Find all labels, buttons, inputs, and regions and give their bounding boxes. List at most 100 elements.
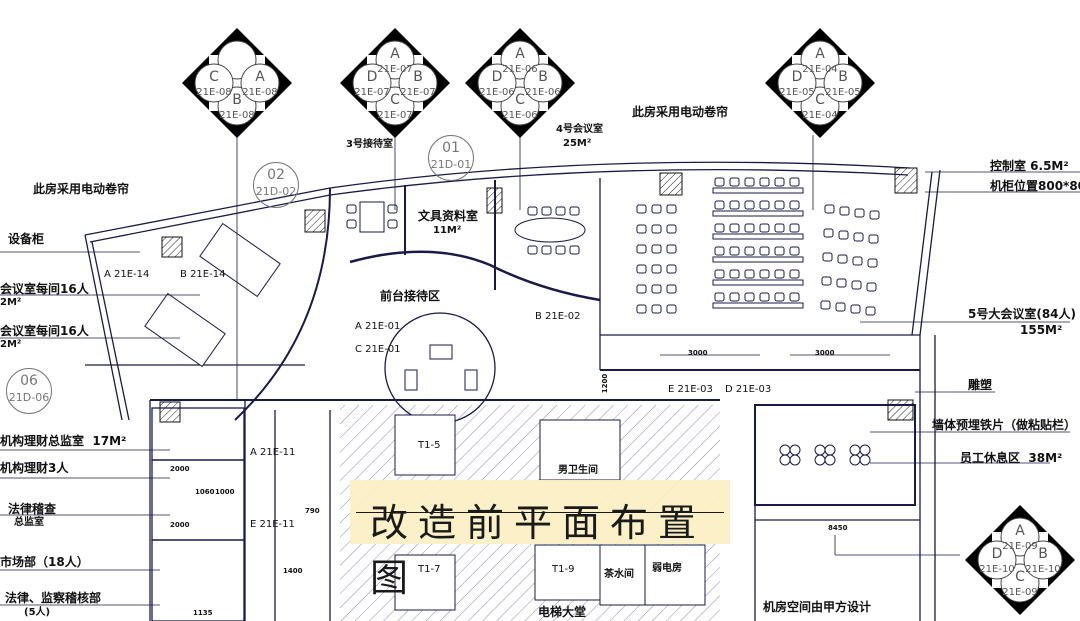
sofa [464,369,478,391]
marker-code: 21E-09 [1002,587,1037,598]
marker-letter: C [209,69,219,85]
marker-code: 21E-10 [979,564,1014,575]
label-tea-room: 茶水间 [604,569,634,580]
rest-chair [824,454,836,466]
marker-code: 21E-08 [242,87,277,98]
seat [759,223,770,233]
seat [636,224,647,234]
rest-chair [824,444,836,456]
meeting-table [199,222,281,298]
section-mark: A 21E-01 [355,321,401,332]
marker-letter: A [1015,523,1025,539]
seat [789,292,800,302]
seat [651,264,662,274]
seat [651,284,662,294]
marker-code: 21E-06 [502,64,537,75]
marker-circle [977,540,1017,580]
dimension: 1060 [195,488,215,496]
seat [867,258,878,268]
label-t1-7: T1-7 [418,564,441,575]
seat [569,245,580,255]
seat [714,223,725,233]
section-mark: A 21E-14 [104,269,150,280]
label-wall-iron: 墙体预埋铁片（做粘贴栏） [932,418,1077,432]
seat [759,292,770,302]
marker-code: 21E-08 [219,110,254,121]
label-inst-finance-director: 机构理财总监室 17M² [0,434,127,448]
seat [839,206,850,216]
marker-letter: C [815,92,825,108]
ref-number: 01 [442,140,460,156]
marker-circle [352,63,392,103]
desk [712,210,804,217]
label-roller-blind-left: 此房采用电动卷帘 [33,182,130,196]
dimension: 3000 [688,349,708,357]
seat [744,246,755,256]
seat [821,276,832,286]
seat [666,284,677,294]
seat [636,304,647,314]
seat [759,246,770,256]
section-mark: C 21E-01 [355,344,401,355]
seat [636,264,647,274]
marker-code: 21E-06 [525,87,560,98]
seat [666,224,677,234]
seat [555,245,566,255]
seat [789,269,800,279]
label-elevator-lobby: 电梯大堂 [538,605,587,619]
label-legal-compliance-2: (5人) [24,607,51,618]
seat [714,200,725,210]
marker-code: 21E-07 [377,64,412,75]
seat [527,206,538,216]
seat [759,269,770,279]
ref-number: 06 [20,373,38,389]
label-stationery-room: 文具资料室 [418,209,479,223]
seat [835,302,846,312]
desk [712,279,804,286]
marker-code: 21E-06 [479,87,514,98]
dimension: 2000 [170,465,190,473]
marker-code: 21E-06 [502,110,537,121]
label-machine-room: 机房空间由甲方设计 [763,600,872,614]
marker-code: 21E-07 [400,87,435,98]
seat [820,300,831,310]
marker-letter: D [492,69,503,85]
marker-code: 21E-04 [802,110,837,121]
seat [555,206,566,216]
seat [868,234,879,244]
seat [666,204,677,214]
label-meeting-room-4-area: 25M² [563,138,592,149]
label-marketing: 市场部（18人） [0,555,89,569]
rest-chair [789,444,801,456]
marker-letter: A [390,46,400,62]
marker-code: 21E-05 [825,87,860,98]
drawing-title: 改造前平面布置图 [370,501,707,600]
marker-circle [194,63,234,103]
label-mens-wc: 男卫生间 [558,465,598,476]
seating [144,177,880,466]
seat [651,224,662,234]
dimension: 1400 [283,567,303,575]
seat [636,284,647,294]
section-mark: D 21E-03 [725,384,772,395]
seat [823,228,834,238]
ref-code: 21D-02 [255,185,297,198]
section-mark: E 21E-03 [668,384,713,395]
seat [387,204,398,214]
marker-letter: B [538,69,548,85]
seat [729,246,740,256]
rest-chair [779,454,791,466]
rest-chair [779,444,791,456]
seat [729,292,740,302]
columns [159,167,918,423]
desk [712,302,804,309]
section-mark: B 21E-02 [535,311,581,322]
rest-chair [814,444,826,456]
marker-circle [398,63,438,103]
marker-letter: A [255,69,265,85]
dimension: 1000 [215,488,235,496]
title-banner: 改造前平面布置图 [350,480,730,600]
